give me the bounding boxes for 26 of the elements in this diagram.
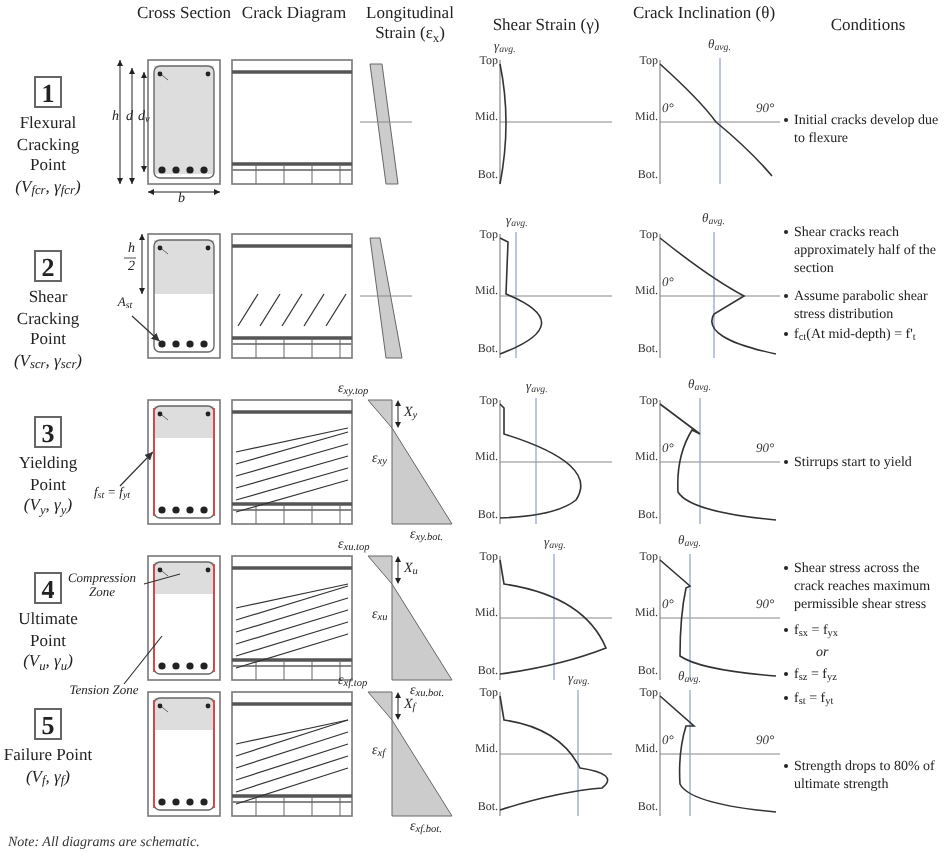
leader-line bbox=[119, 451, 154, 487]
step-number-box: 4 bbox=[34, 572, 62, 604]
rebar-circle bbox=[158, 340, 166, 348]
step-number-box: 1 bbox=[34, 76, 62, 108]
row-title: Shear Cracking Point bbox=[14, 286, 82, 350]
column-header: Longitudinal Strain (ε$_{x}$) bbox=[364, 2, 456, 43]
row-title: (V$_{u}$, γ$_{u}$) bbox=[23, 650, 73, 675]
leader-line bbox=[123, 635, 163, 685]
leader-line bbox=[131, 315, 161, 342]
row-title: (V$_{f}$, γ$_{f}$) bbox=[25, 765, 71, 790]
column-header: Conditions bbox=[828, 14, 908, 35]
row-title: (V$_{y}$, γ$_{y}$) bbox=[23, 494, 73, 519]
row-title: Ultimate Point bbox=[16, 608, 80, 651]
column-header: Crack Diagram bbox=[239, 2, 349, 23]
row-title: (V$_{scr}$, γ$_{scr}$) bbox=[13, 349, 83, 374]
row-title: Flexural Cracking Point bbox=[14, 112, 82, 176]
row-title: Yielding Point bbox=[16, 452, 80, 495]
step-number-box: 3 bbox=[34, 416, 62, 448]
row-title: (V$_{fcr}$, γ$_{fcr}$) bbox=[15, 175, 81, 200]
column-header: Crack Inclination (θ) bbox=[632, 2, 776, 23]
leader-line bbox=[143, 573, 181, 585]
column-header: Cross Section bbox=[136, 2, 232, 23]
step-number-box: 2 bbox=[34, 250, 62, 282]
row-title: Failure Point bbox=[3, 744, 93, 766]
step-number-box: 5 bbox=[34, 708, 62, 740]
column-header: Shear Strain (γ) bbox=[490, 14, 602, 35]
